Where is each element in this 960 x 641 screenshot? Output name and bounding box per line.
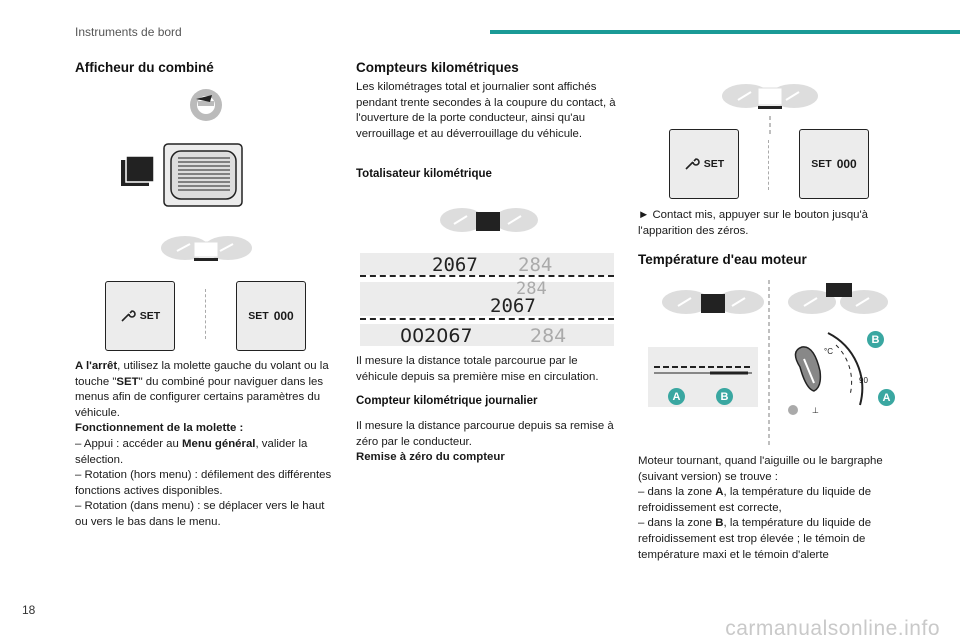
- odo-row1-total: 2067: [432, 254, 478, 276]
- display-section-title: Afficheur du combiné: [75, 60, 214, 75]
- odometer-section-title: Compteurs kilométriques: [356, 60, 519, 75]
- set-button-2[interactable]: SET: [669, 129, 739, 199]
- wrench-icon: [120, 307, 136, 326]
- watermark: carmanualsonline.info: [725, 617, 940, 640]
- coolant-illustration: ⊥: [648, 280, 888, 445]
- odo-row3-trip: 284: [530, 325, 567, 347]
- trip-odometer-title: Compteur kilométrique journalier: [356, 395, 538, 407]
- set-label: SET: [139, 310, 161, 322]
- odo-separator: [360, 318, 614, 320]
- coolant-text: Moteur tournant, quand l'aiguille ou le …: [638, 455, 883, 561]
- trip-odometer-text: Il mesure la distance parcourue depuis s…: [356, 420, 614, 448]
- zone-a-badge: A: [668, 388, 685, 405]
- page-number: 18: [22, 603, 36, 617]
- coolant-section-title: Température d'eau moteur: [638, 252, 807, 267]
- zeros-label: 000: [273, 309, 294, 323]
- divider: [205, 289, 206, 339]
- odo-row1-trip: 284: [518, 254, 553, 276]
- odo-row2-total: 2067: [490, 295, 536, 317]
- trip-reset-title: Remise à zéro du compteur: [356, 451, 505, 463]
- total-odometer-title: Totalisateur kilométrique: [356, 168, 492, 180]
- set-reset-button[interactable]: SET 000: [236, 281, 306, 351]
- set-label: SET: [703, 158, 725, 170]
- gauge-celsius-label: °C: [824, 347, 833, 356]
- set-reset-button-2[interactable]: SET 000: [799, 129, 869, 199]
- set-label: SET: [248, 310, 269, 322]
- set-button[interactable]: SET: [105, 281, 175, 351]
- header-accent-bar: [490, 30, 960, 34]
- scroll-wheel-icon: [121, 143, 243, 207]
- svg-text:⊥: ⊥: [812, 406, 819, 415]
- steering-wheel-icon: [190, 89, 222, 121]
- odo-row-1: [360, 253, 614, 275]
- wrench-icon: [684, 155, 700, 174]
- gauge-90-label: 90: [859, 376, 868, 385]
- reset-instruction: ► Contact mis, appuyer sur le bouton jus…: [638, 209, 868, 237]
- zone-b-badge: B: [716, 388, 733, 405]
- display-illustration: [121, 89, 252, 261]
- zeros-label: 000: [836, 157, 857, 171]
- gauge-zone-a-badge: A: [878, 389, 895, 406]
- set-label: SET: [811, 158, 832, 170]
- section-title: Instruments de bord: [75, 25, 182, 39]
- cluster-center-icon: [440, 208, 538, 232]
- odo-row2-trip: 284: [516, 279, 547, 299]
- gauge-zone-b-badge: B: [867, 331, 884, 348]
- display-instructions: A l'arrêt, utilisez la molette gauche du…: [75, 360, 332, 528]
- odo-row-2: [360, 282, 614, 316]
- divider: [768, 140, 769, 190]
- odometer-intro: Les kilométrages total et journalier son…: [356, 81, 616, 140]
- odo-separator: [360, 275, 614, 277]
- odo-row-3: [360, 324, 614, 346]
- cluster-top-icon: [722, 84, 818, 136]
- instrument-cluster-icon: [161, 236, 252, 261]
- total-odometer-text: Il mesure la distance totale parcourue p…: [356, 355, 599, 383]
- odo-row3-total: 002067: [400, 325, 473, 347]
